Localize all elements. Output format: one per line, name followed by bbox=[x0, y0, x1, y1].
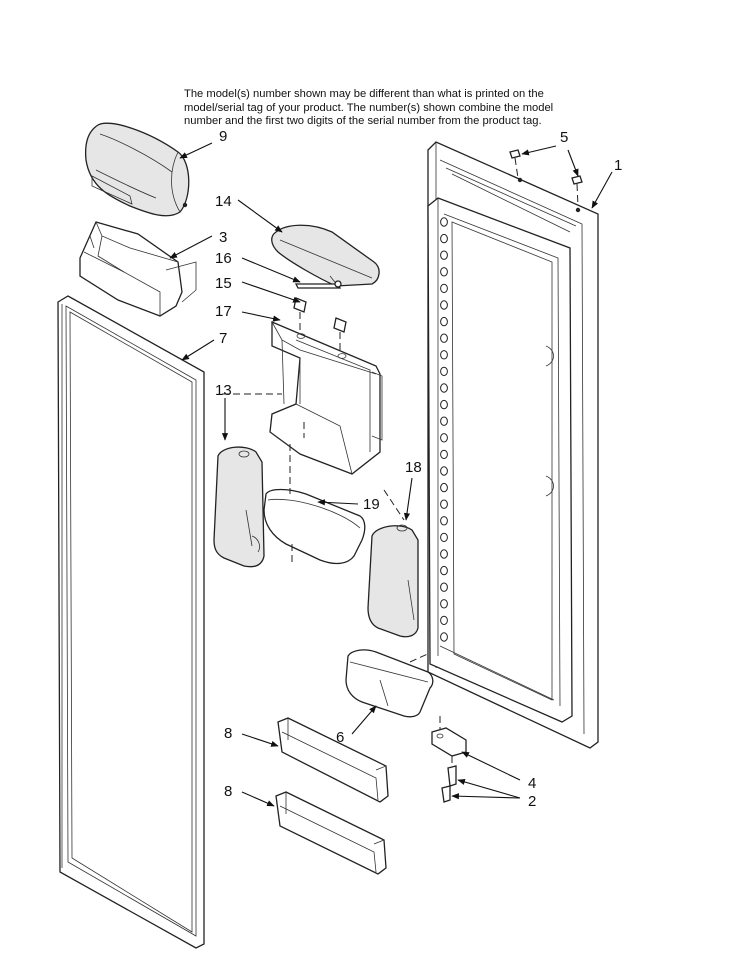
liner-stud bbox=[440, 283, 448, 294]
liner-stud bbox=[440, 267, 448, 277]
part-18-side-cover bbox=[367, 489, 419, 638]
part-9-dairy-cover bbox=[84, 122, 190, 217]
liner-stud bbox=[440, 466, 448, 476]
liner-stud bbox=[440, 499, 448, 509]
part-13-side-cover bbox=[213, 446, 265, 568]
liner-stud bbox=[440, 449, 448, 460]
part-2-screws bbox=[441, 756, 457, 803]
liner-stud bbox=[440, 599, 448, 609]
part-6-door-bin bbox=[345, 649, 434, 718]
callout-7: 7 bbox=[219, 330, 227, 347]
callout-1: 1 bbox=[614, 157, 622, 174]
liner-stud bbox=[440, 399, 448, 410]
liner-stud bbox=[440, 433, 448, 443]
part-17-bin-housing bbox=[222, 321, 383, 475]
callout-8-lower: 8 bbox=[224, 783, 232, 800]
callout-4: 4 bbox=[528, 775, 536, 792]
part-1-door-assembly bbox=[427, 141, 599, 749]
callout-6: 6 bbox=[336, 729, 344, 746]
liner-stud bbox=[440, 582, 448, 592]
callout-2: 2 bbox=[528, 793, 536, 810]
callout-3: 3 bbox=[219, 229, 227, 246]
leader-lines bbox=[169, 142, 613, 807]
liner-stud bbox=[440, 482, 448, 493]
liner-stud-column bbox=[440, 217, 448, 642]
callout-18: 18 bbox=[405, 459, 422, 476]
callout-14: 14 bbox=[215, 193, 232, 210]
liner-stud bbox=[440, 565, 448, 576]
part-5-screws bbox=[509, 149, 583, 207]
note-line-3: number and the first two digits of the s… bbox=[184, 115, 542, 128]
liner-stud bbox=[440, 350, 448, 360]
liner-stud bbox=[440, 532, 448, 543]
model-number-note: The model(s) number shown may be differe… bbox=[184, 88, 584, 129]
liner-stud bbox=[440, 516, 448, 526]
part-15-pivot-clips bbox=[293, 297, 347, 352]
liner-stud bbox=[440, 416, 448, 426]
callout-8-upper: 8 bbox=[224, 725, 232, 742]
callout-16: 16 bbox=[215, 250, 232, 267]
liner-stud bbox=[440, 233, 448, 244]
callout-9: 9 bbox=[219, 128, 227, 145]
liner-stud bbox=[440, 250, 448, 260]
liner-stud bbox=[440, 316, 448, 327]
part-19-shallow-bin bbox=[263, 444, 366, 566]
callout-13: 13 bbox=[215, 382, 232, 399]
part-8-door-shelf-upper bbox=[277, 717, 389, 803]
liner-stud bbox=[440, 383, 448, 393]
liner-stud bbox=[440, 217, 448, 227]
part-16-pivot-bar bbox=[294, 280, 342, 289]
part-7-door-gasket bbox=[57, 295, 205, 949]
note-line-1: The model(s) number shown may be differe… bbox=[184, 88, 544, 100]
part-8-door-shelf-lower bbox=[275, 791, 387, 875]
note-line-2: model/serial tag of your product. The nu… bbox=[184, 101, 554, 114]
callout-15: 15 bbox=[215, 275, 232, 292]
callout-17: 17 bbox=[215, 303, 232, 320]
liner-stud bbox=[440, 366, 448, 377]
part-4-hinge-bracket bbox=[431, 716, 467, 757]
callout-19: 19 bbox=[363, 496, 380, 513]
liner-stud bbox=[440, 300, 448, 310]
liner-stud bbox=[440, 615, 448, 626]
part-3-dairy-bin bbox=[79, 221, 197, 317]
liner-stud bbox=[440, 549, 448, 559]
liner-stud bbox=[440, 632, 448, 642]
part-14-bin-cover bbox=[271, 224, 380, 287]
callout-5: 5 bbox=[560, 129, 568, 146]
liner-stud bbox=[440, 333, 448, 343]
